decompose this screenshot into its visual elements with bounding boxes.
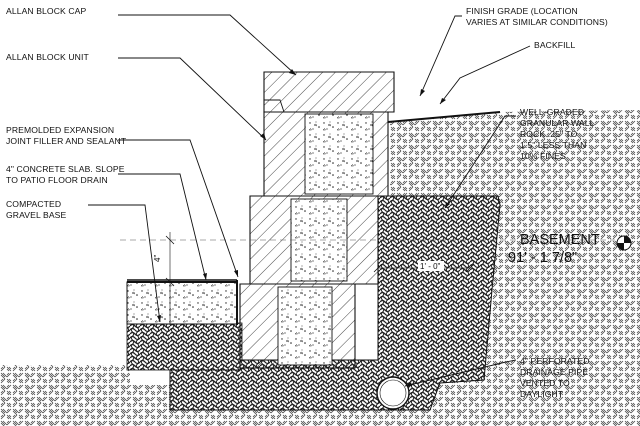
concrete-slab	[126, 281, 238, 325]
leader-backfill	[439, 45, 531, 105]
drainage-pipe	[376, 376, 410, 410]
level-marker-icon	[616, 235, 632, 251]
label-joint-1: PREMOLDED EXPANSION	[6, 125, 114, 135]
dim-slab-thickness: 4"	[153, 255, 162, 262]
label-gravel-1: COMPACTED	[6, 199, 61, 209]
label-pipe-2: DRAINAGE PIPE	[520, 367, 588, 377]
leader-unit	[118, 57, 267, 141]
level-name: BASEMENT	[520, 232, 600, 248]
label-granular-5: 10% FINES	[520, 151, 566, 161]
label-granular-4: 1.5" LESS THAN	[520, 140, 586, 150]
label-pipe-3: VENTED TO	[520, 378, 570, 388]
label-pipe-1: 4" PERFORATED	[520, 356, 590, 366]
leader-granular	[444, 115, 516, 209]
label-slab-1: 4" CONCRETE SLAB. SLOPE	[6, 164, 125, 174]
label-grade-1: FINISH GRADE (LOCATION	[466, 6, 578, 16]
label-unit: ALLAN BLOCK UNIT	[6, 52, 89, 62]
label-slab-2: TO PATIO FLOOR DRAIN	[6, 175, 108, 185]
leader-joint	[118, 139, 239, 278]
leader-slab	[118, 173, 207, 281]
label-backfill: BACKFILL	[534, 40, 576, 50]
leader-pipe	[404, 359, 517, 387]
leader-gravel	[88, 204, 161, 323]
label-granular-1: WELL-GRADED	[520, 107, 584, 117]
leader-grade	[419, 15, 462, 97]
label-cap: ALLAN BLOCK CAP	[6, 6, 86, 16]
dim-offset: 1' - 0"	[420, 262, 441, 271]
level-elevation: 91' - 1 7/8"	[508, 250, 577, 266]
leader-cap	[118, 14, 297, 76]
label-joint-2: JOINT FILLER AND SEALANT	[6, 136, 127, 146]
label-gravel-2: GRAVEL BASE	[6, 210, 66, 220]
label-grade-2: VARIES AT SIMILAR CONDITIONS)	[466, 17, 608, 27]
label-granular-3: ROCK .25" TO	[520, 129, 578, 139]
label-pipe-4: DAYLIGHT	[520, 389, 564, 399]
compacted-gravel-base	[126, 322, 243, 371]
label-granular-2: GRANULAR WALL	[520, 118, 595, 128]
allan-block-cap	[263, 71, 395, 113]
